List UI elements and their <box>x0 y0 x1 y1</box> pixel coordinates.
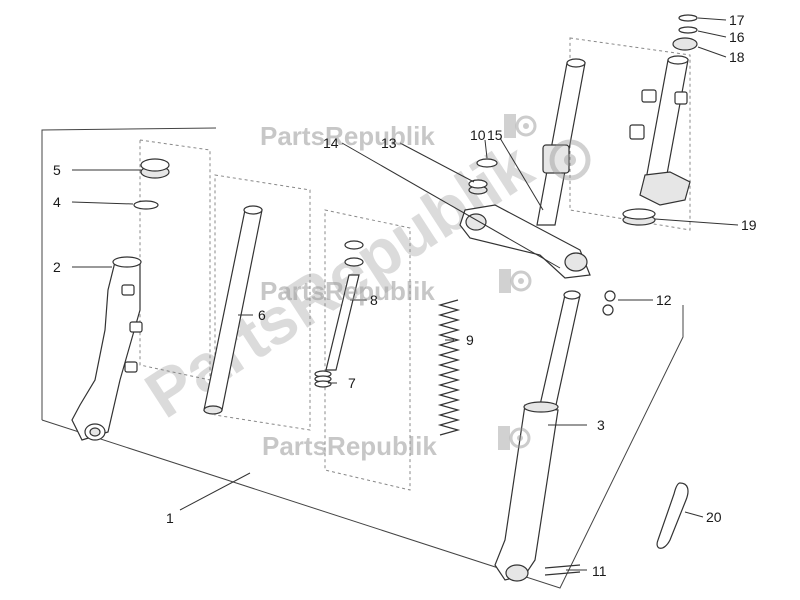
callout-5: 5 <box>53 162 61 178</box>
retaining-ring <box>133 200 159 210</box>
callout-1: 1 <box>166 510 174 526</box>
callout-10: 10 <box>470 127 486 143</box>
callout-8: 8 <box>370 292 378 308</box>
gear-icon <box>499 269 532 293</box>
callout-20: 20 <box>706 509 722 525</box>
bushing-13 <box>468 179 488 195</box>
callout-7: 7 <box>348 375 356 391</box>
fork-leg-left <box>71 256 143 441</box>
leader-lines <box>71 17 739 571</box>
damper-rod <box>325 240 364 371</box>
callout-6: 6 <box>258 307 266 323</box>
fork-leg-right <box>494 290 581 582</box>
watermark-bottom: PartsRepublik <box>262 431 437 461</box>
assembly-frame <box>41 127 217 420</box>
callout-16: 16 <box>729 29 745 45</box>
steering-crown <box>459 204 591 279</box>
panel-steering <box>569 37 691 231</box>
callout-13: 13 <box>381 135 397 151</box>
bearing-19 <box>622 208 656 226</box>
callout-14: 14 <box>323 135 339 151</box>
inner-tube <box>203 205 263 415</box>
assembly-frame-right <box>41 305 684 589</box>
band-20 <box>656 482 689 549</box>
gear-icon <box>504 114 537 138</box>
main-spring <box>437 299 461 436</box>
top-nut-stack <box>672 14 698 51</box>
callout-18: 18 <box>729 49 745 65</box>
callout-11: 11 <box>592 563 607 579</box>
upper-fork-unit <box>629 55 691 206</box>
short-spring <box>314 370 332 388</box>
bolts-12 <box>602 290 616 316</box>
steering-stem <box>536 58 586 226</box>
watermark-middle: PartsRepublik <box>260 276 435 306</box>
gear-icon <box>498 426 531 450</box>
dust-seal <box>140 158 170 179</box>
gear-icon-large <box>549 139 591 181</box>
callout-3: 3 <box>597 417 605 433</box>
washer-10 <box>476 158 498 168</box>
screws-11 <box>544 564 581 576</box>
callout-9: 9 <box>466 332 474 348</box>
callout-17: 17 <box>729 12 745 28</box>
watermark-top: PartsRepublik <box>260 121 435 151</box>
callout-15: 15 <box>487 127 503 143</box>
callout-12: 12 <box>656 292 672 308</box>
callout-4: 4 <box>53 194 61 210</box>
callout-2: 2 <box>53 259 61 275</box>
callout-19: 19 <box>741 217 757 233</box>
panel-tube <box>214 174 311 431</box>
